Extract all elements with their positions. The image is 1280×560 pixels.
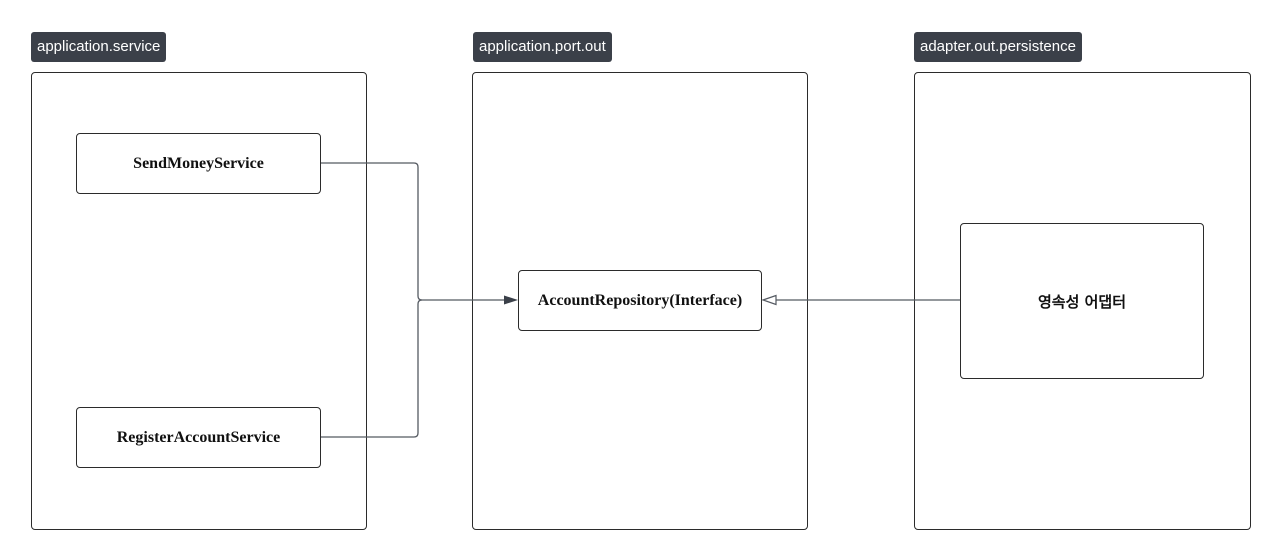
node-account-repository: AccountRepository(Interface) (518, 270, 762, 331)
node-persistence-adapter: 영속성 어댑터 (960, 223, 1204, 379)
group-label-adapter-out-persistence: adapter.out.persistence (914, 32, 1082, 62)
node-register-account-service-label: RegisterAccountService (116, 428, 281, 446)
node-register-account-service: RegisterAccountService (76, 407, 321, 468)
node-send-money-service-label: SendMoneyService (133, 154, 264, 172)
node-send-money-service: SendMoneyService (76, 133, 321, 194)
group-label-application-port-out: application.port.out (473, 32, 612, 62)
node-persistence-adapter-label: 영속성 어댑터 (1037, 292, 1127, 311)
group-label-application-service: application.service (31, 32, 167, 62)
node-account-repository-label: AccountRepository(Interface) (537, 291, 743, 309)
